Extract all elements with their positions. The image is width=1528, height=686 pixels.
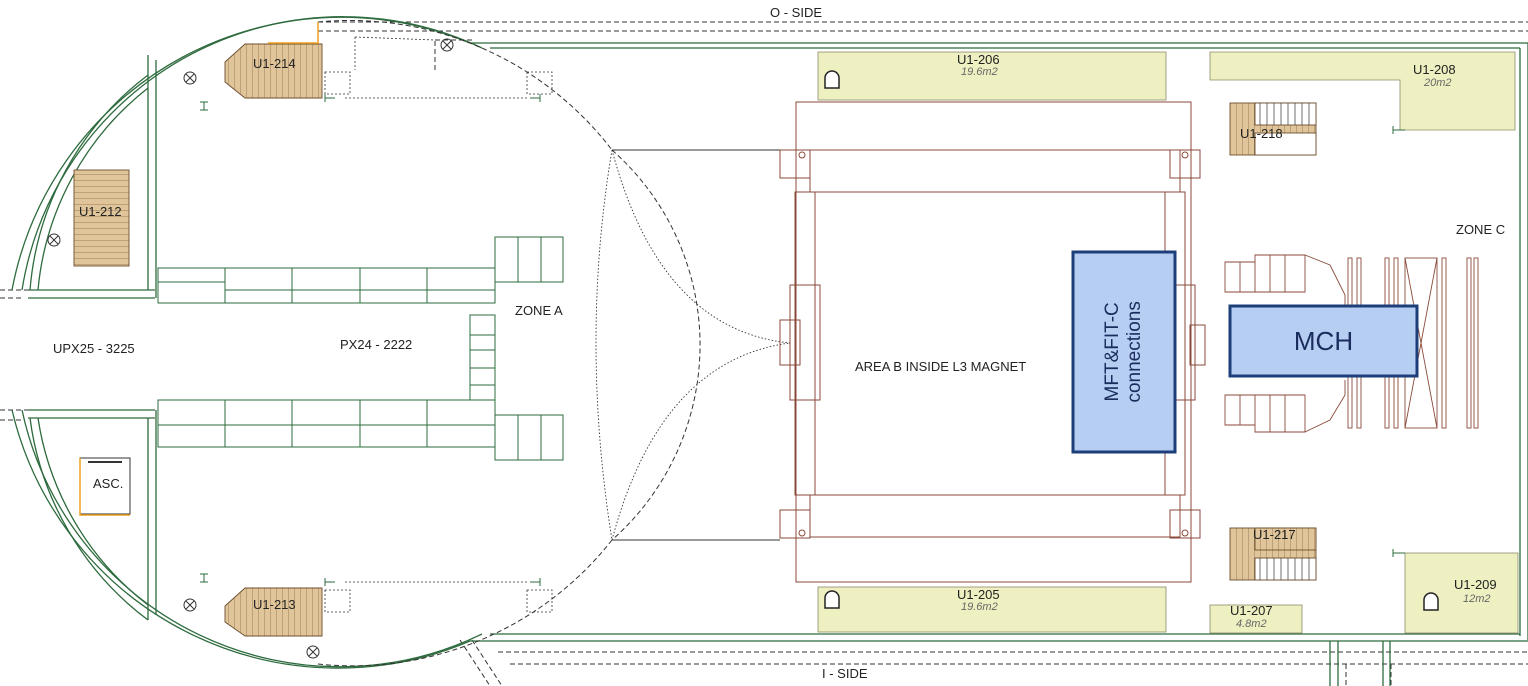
mft-label-line1: MFT&FIT-C (1102, 302, 1124, 402)
corridor-grid-top (157, 236, 564, 304)
zone-c-label: ZONE C (1456, 222, 1506, 237)
room-u1-205 (817, 586, 1167, 633)
zone-a-circle (317, 19, 701, 667)
mch-label: MCH (1293, 325, 1354, 356)
corridor-upx25-label: UPX25 - 3225 (53, 341, 135, 356)
mft-label-line2: connections (1124, 301, 1145, 403)
outer-boundary (0, 21, 1528, 686)
stair-treads (1259, 103, 1310, 580)
room-u1-214-id: U1-214 (253, 56, 296, 71)
room-u1-218-id: U1-218 (1240, 126, 1283, 141)
room-u1-217-id: U1-217 (1253, 527, 1296, 542)
corridor-px24-label: PX24 - 2222 (340, 337, 413, 352)
room-u1-213-id: U1-213 (253, 597, 296, 612)
door-symbols (200, 94, 1405, 586)
stair-u1-212 (73, 169, 130, 267)
walls (11, 16, 1528, 686)
room-u1-207 (1209, 604, 1303, 634)
mft-fit-c-label: MFT&FIT-C connections (1073, 252, 1175, 452)
room-u1-207-area: 4.8m2 (1236, 618, 1267, 630)
circled-x-symbols (47, 38, 454, 659)
room-u1-207-id: U1-207 (1230, 603, 1273, 618)
room-u1-205-area: 19.6m2 (961, 601, 998, 613)
stair-u1-213 (224, 587, 323, 637)
room-u1-208-id: U1-208 (1413, 62, 1456, 77)
zone-a-label: ZONE A (515, 303, 563, 318)
room-u1-212-id: U1-212 (79, 204, 122, 219)
fixture-symbols (824, 70, 1439, 611)
magnet-outline (779, 101, 1206, 583)
elevator-box (79, 457, 131, 516)
room-u1-206-id: U1-206 (957, 52, 1000, 67)
corridor-grid-bottom (157, 399, 564, 461)
room-u1-206 (817, 51, 1167, 101)
room-u1-206-area: 19.6m2 (961, 66, 998, 78)
lens-solid-lines (612, 149, 780, 541)
i-side-label: I - SIDE (822, 666, 868, 681)
dashed-door-marks (324, 36, 553, 613)
rooms-fill (817, 51, 1519, 634)
orange-wall-top (268, 22, 319, 44)
mft-fit-c-box (1071, 250, 1177, 454)
lens-arcs (595, 149, 791, 541)
corridor-connector (469, 314, 496, 401)
room-u1-208-area: 20m2 (1424, 77, 1452, 89)
elevator-label: ASC. (93, 476, 124, 491)
room-u1-209-area: 12m2 (1463, 593, 1491, 605)
room-u1-205-id: U1-205 (957, 587, 1000, 602)
o-side-label: O - SIDE (770, 5, 823, 20)
mch-box (1228, 304, 1419, 378)
room-u1-209-id: U1-209 (1454, 577, 1497, 592)
room-u1-209 (1404, 552, 1519, 634)
area-b-label: AREA B INSIDE L3 MAGNET (855, 359, 1027, 374)
stair-u1-214 (224, 43, 323, 99)
